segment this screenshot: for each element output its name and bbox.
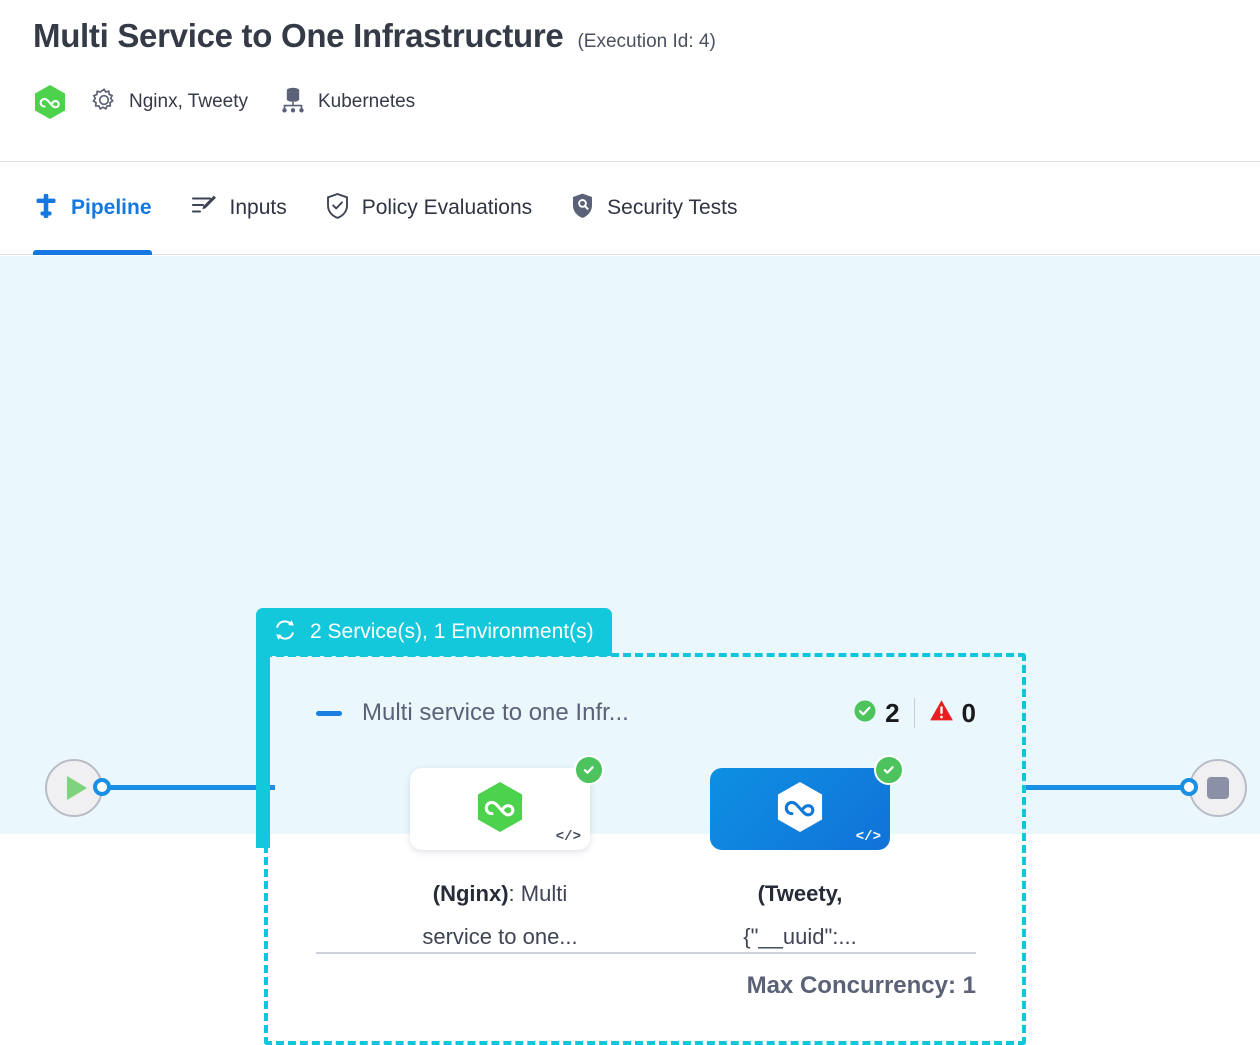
edge-start-to-group: [100, 785, 275, 790]
tab-bar: Pipeline Inputs Policy Evaluations: [0, 162, 1260, 255]
shield-search-icon: [570, 192, 595, 225]
warning-triangle-icon: [929, 699, 954, 727]
group-badge[interactable]: 2 Service(s), 1 Environment(s): [256, 608, 612, 656]
hexagon-infinity-icon: [475, 780, 525, 839]
node-tweety-label-rest: {"__uuid":...: [743, 924, 857, 949]
tab-policy-evaluations[interactable]: Policy Evaluations: [325, 162, 532, 255]
end-node-port[interactable]: [1180, 778, 1198, 796]
code-brackets-icon[interactable]: </>: [555, 829, 581, 845]
check-circle-icon: [853, 699, 877, 728]
counter-divider: [913, 698, 915, 728]
infrastructure-meta: Kubernetes: [280, 86, 415, 118]
tab-pipeline-label: Pipeline: [71, 196, 152, 219]
shield-check-icon: [325, 192, 350, 225]
pipeline-canvas[interactable]: 2 Service(s), 1 Environment(s) Multi ser…: [0, 256, 1260, 1045]
page-title: Multi Service to One Infrastructure: [33, 17, 564, 54]
page-header: Multi Service to One Infrastructure (Exe…: [0, 0, 1260, 162]
loop-repeat-icon: [272, 618, 298, 647]
success-count: 2: [885, 697, 900, 728]
hexagon-infinity-icon: [775, 780, 825, 839]
gear-icon: [91, 87, 117, 118]
node-nginx[interactable]: </> (Nginx): Multi service to one...: [410, 755, 604, 958]
meta-row: Nginx, Tweety: [33, 84, 447, 120]
pencil-lines-icon: [190, 193, 218, 224]
node-nginx-label-name: (Nginx): [432, 881, 509, 906]
minus-collapse-icon[interactable]: [316, 710, 342, 716]
max-concurrency-label: Max Concurrency: 1: [746, 972, 976, 999]
code-brackets-icon[interactable]: </>: [855, 829, 881, 845]
node-tweety[interactable]: </> (Tweety, {"__uuid":...: [710, 755, 904, 958]
play-icon: [67, 776, 87, 800]
title-row: Multi Service to One Infrastructure (Exe…: [33, 14, 716, 58]
cluster-database-icon: [280, 86, 306, 118]
hexagon-infinity-icon: [33, 84, 67, 120]
end-node[interactable]: [1189, 759, 1247, 817]
group-left-accent-bar: [256, 652, 270, 848]
tab-security-tests[interactable]: Security Tests: [570, 162, 738, 255]
tab-inputs-label: Inputs: [229, 196, 287, 219]
infrastructure-text: Kubernetes: [317, 91, 416, 112]
check-circle-icon: [574, 755, 604, 785]
pipeline-icon: [33, 192, 59, 225]
stop-icon: [1207, 777, 1229, 799]
group-counters: 2 0: [853, 698, 976, 729]
node-tweety-card[interactable]: </>: [710, 755, 904, 850]
node-nginx-card[interactable]: </>: [410, 755, 604, 850]
services-meta: Nginx, Tweety: [91, 87, 248, 118]
node-nginx-label: (Nginx): Multi service to one...: [400, 872, 600, 958]
node-tweety-label-name: (Tweety,: [757, 881, 843, 906]
tab-inputs[interactable]: Inputs: [190, 162, 287, 255]
start-node-port[interactable]: [93, 778, 111, 796]
success-counter: 2: [853, 697, 900, 729]
execution-id-label: (Execution Id: 4): [577, 31, 716, 52]
start-node[interactable]: [45, 759, 103, 817]
check-circle-icon: [874, 755, 904, 785]
warning-count: 0: [961, 697, 976, 728]
group-title: Multi service to one Infr...: [362, 699, 629, 726]
group-header-row: Multi service to one Infr... 2: [316, 692, 976, 734]
tab-pipeline[interactable]: Pipeline: [33, 162, 152, 255]
warning-counter: 0: [929, 698, 976, 729]
tab-policy-evaluations-label: Policy Evaluations: [361, 196, 533, 219]
node-tweety-label: (Tweety, {"__uuid":...: [700, 872, 900, 958]
services-text: Nginx, Tweety: [129, 91, 248, 112]
group-badge-label: 2 Service(s), 1 Environment(s): [310, 620, 594, 643]
group-divider: [316, 952, 976, 954]
edge-group-to-end: [1025, 785, 1195, 790]
tab-security-tests-label: Security Tests: [607, 196, 738, 219]
